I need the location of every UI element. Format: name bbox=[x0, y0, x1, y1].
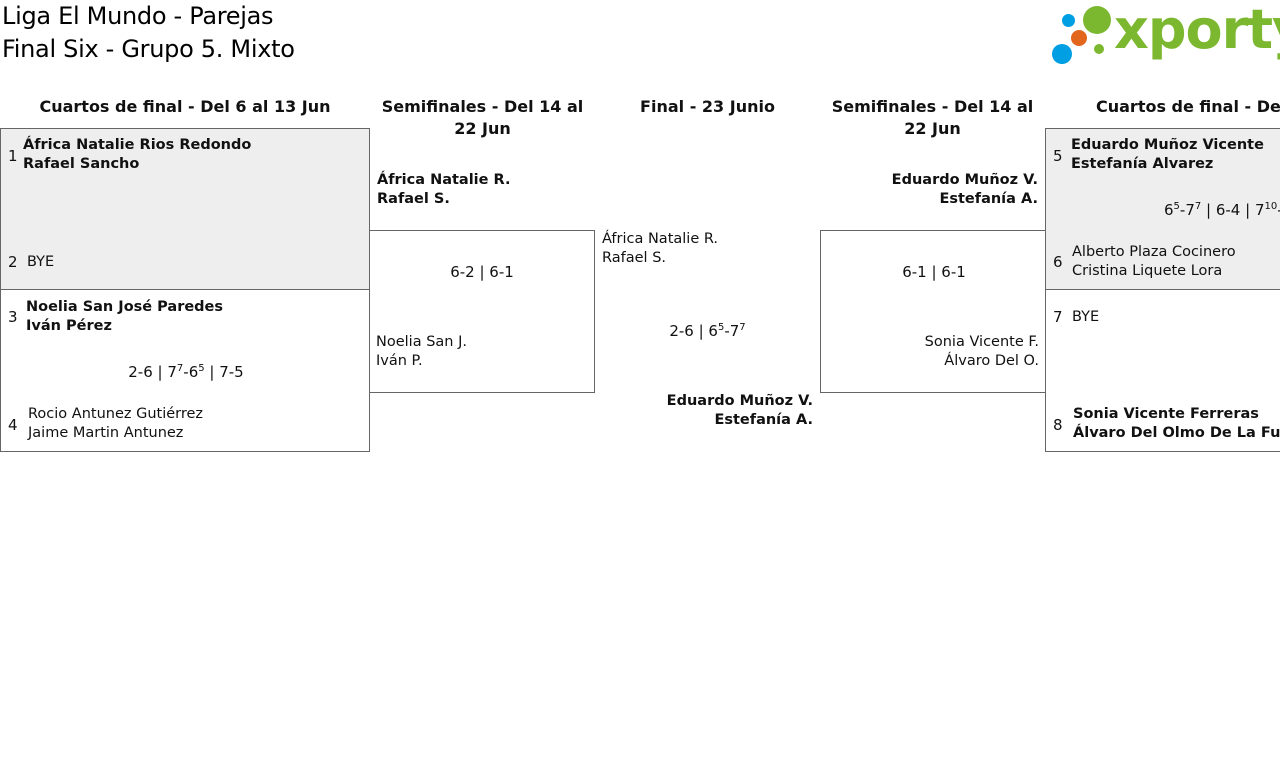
player-name: África Natalie R. bbox=[602, 231, 719, 247]
player-name: Alberto Plaza Cocinero bbox=[1072, 244, 1236, 260]
player-name: Iván P. bbox=[376, 353, 423, 369]
player-name: África Natalie R. bbox=[377, 172, 511, 188]
logo-dot-blue-large bbox=[1052, 44, 1072, 64]
player-name: Álvaro Del O. bbox=[944, 353, 1039, 369]
seed-number: 6 bbox=[1053, 253, 1063, 271]
match-score: 2-6 | 77-65 | 7-5 bbox=[128, 363, 244, 381]
seed-number: 3 bbox=[8, 308, 18, 326]
player-name: Estefanía A. bbox=[714, 412, 813, 428]
seed-number: 4 bbox=[8, 416, 18, 434]
player-name: Noelia San J. bbox=[376, 334, 467, 350]
logo-dot-green bbox=[1083, 6, 1111, 34]
player-name: Rafael S. bbox=[377, 191, 450, 207]
player-name: Estefanía Alvarez bbox=[1071, 156, 1214, 172]
seed-number: 7 bbox=[1053, 308, 1063, 326]
player-name: Rafael Sancho bbox=[23, 156, 140, 172]
qf-right-match-2[interactable]: 7 BYE 8 Sonia Vicente Ferreras Álvaro De… bbox=[1045, 289, 1280, 452]
seed-number: 8 bbox=[1053, 416, 1063, 434]
player-name: Álvaro Del Olmo De La Fuente bbox=[1073, 425, 1280, 441]
header-sf-right: Semifinales - Del 14 al 22 Jun bbox=[831, 97, 1034, 138]
logo-wordmark: xporty bbox=[1114, 0, 1280, 61]
player-name: Estefanía A. bbox=[939, 191, 1038, 207]
player-name: Cristina Liquete Lora bbox=[1072, 263, 1223, 279]
logo-dot-orange bbox=[1071, 30, 1087, 46]
match-score: 6-2 | 6-1 bbox=[450, 263, 514, 281]
qf-right-match-1[interactable]: 5 Eduardo Muñoz Vicente Estefanía Alvare… bbox=[1045, 128, 1280, 290]
match-score: 6-1 | 6-1 bbox=[902, 263, 966, 281]
player-name: Iván Pérez bbox=[26, 318, 112, 334]
header-qf-right: Cuartos de final - Del 6 al 13 Jun bbox=[1096, 97, 1280, 116]
bye-label: BYE bbox=[27, 254, 55, 270]
player-name: Eduardo Muñoz Vicente bbox=[1071, 137, 1264, 153]
xporty-logo: xporty bbox=[1052, 0, 1280, 68]
final-score: 2-6 | 65-77 bbox=[669, 322, 746, 340]
player-name: Rafael S. bbox=[602, 250, 667, 266]
player-name: Noelia San José Paredes bbox=[26, 299, 224, 315]
qf-left-match-1[interactable]: 1 África Natalie Rios Redondo Rafael San… bbox=[0, 128, 370, 290]
seed-number: 2 bbox=[8, 253, 18, 271]
sf-left-match[interactable]: 6-2 | 6-1 Noelia San J. Iván P. bbox=[369, 230, 595, 393]
header-qf-left: Cuartos de final - Del 6 al 13 Jun bbox=[39, 97, 331, 116]
player-name: Eduardo Muñoz V. bbox=[666, 393, 813, 409]
logo-dot-blue bbox=[1062, 14, 1075, 27]
qf-left-match-2[interactable]: 3 Noelia San José Paredes Iván Pérez 2-6… bbox=[0, 289, 370, 452]
player-name: Sonia Vicente Ferreras bbox=[1073, 406, 1259, 422]
seed-number: 5 bbox=[1053, 147, 1063, 165]
header-sf-left: Semifinales - Del 14 al 22 Jun bbox=[381, 97, 584, 138]
page-subtitle: Final Six - Grupo 5. Mixto bbox=[2, 35, 295, 63]
player-name: Rocio Antunez Gutiérrez bbox=[28, 406, 204, 422]
player-name: Jaime Martin Antunez bbox=[28, 425, 184, 441]
page-title: Liga El Mundo - Parejas bbox=[2, 2, 274, 30]
player-name: Eduardo Muñoz V. bbox=[891, 172, 1038, 188]
logo-dot-green-small bbox=[1094, 44, 1104, 54]
match-score: 65-77 | 6-4 | 710-6 bbox=[1164, 201, 1280, 219]
bye-label: BYE bbox=[1072, 309, 1100, 325]
player-name: África Natalie Rios Redondo bbox=[23, 137, 252, 153]
seed-number: 1 bbox=[8, 147, 18, 165]
header-final: Final - 23 Junio bbox=[640, 97, 775, 116]
player-name: Sonia Vicente F. bbox=[924, 334, 1039, 350]
sf-right-match[interactable]: 6-1 | 6-1 Sonia Vicente F. Álvaro Del O. bbox=[820, 230, 1046, 393]
